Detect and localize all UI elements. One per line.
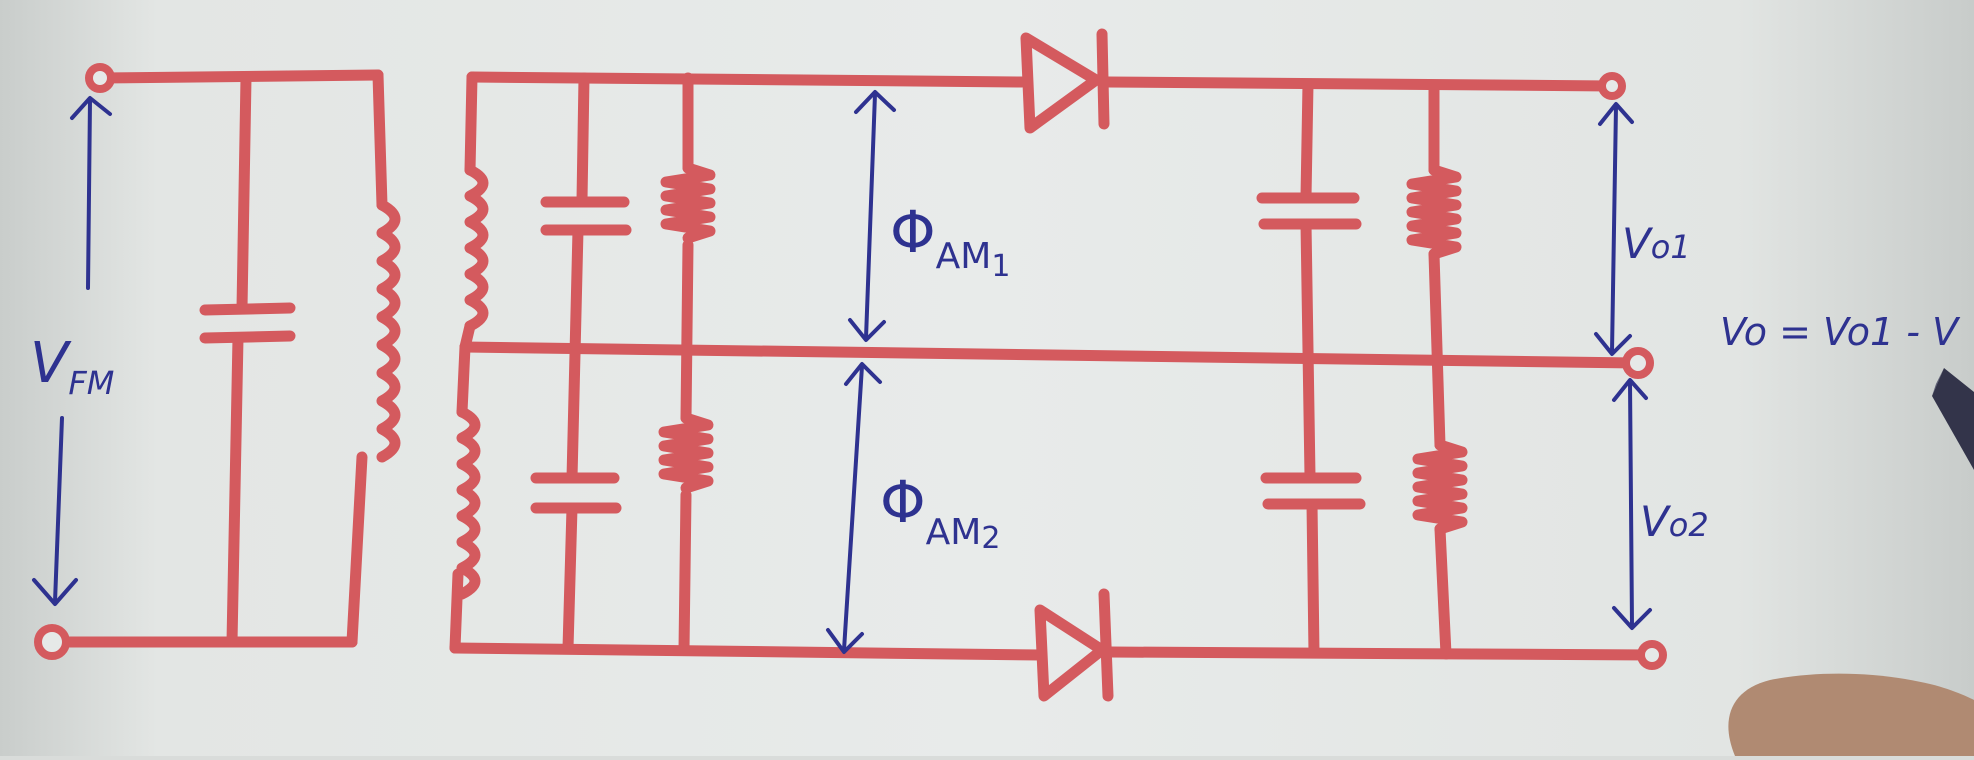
input-top-wire xyxy=(94,69,384,84)
vfm-arrow-up-shaft xyxy=(86,98,92,290)
pen-body xyxy=(1932,368,1974,470)
phi1-arrow-head-top xyxy=(854,90,896,114)
output-terminal-middle xyxy=(1622,347,1654,379)
top-rail-left xyxy=(466,71,1028,88)
phi1-arrow-head-bottom xyxy=(848,318,886,342)
vo2-label-main: V xyxy=(1640,497,1672,546)
vfm-label-main: V xyxy=(30,331,72,396)
vo2-label-sub: o2 xyxy=(1669,506,1709,544)
phi-am2-index: 2 xyxy=(981,521,1000,556)
diode-top-triangle xyxy=(1020,32,1102,134)
vo2-arrow-shaft xyxy=(1628,380,1634,628)
output-terminal-top xyxy=(1598,72,1626,100)
left-cap-mid-lead xyxy=(566,224,584,484)
diode-bottom xyxy=(1034,588,1114,702)
right-cap-lower-lead xyxy=(1306,498,1320,659)
detector-circuit xyxy=(449,28,1658,702)
vfm-arrow-down-shaft xyxy=(53,416,64,604)
phi2-arrow-head-bottom xyxy=(826,628,864,654)
output-terminals xyxy=(1598,72,1667,670)
vo1-label: Vo1 xyxy=(1622,219,1691,268)
input-inductor-lead-bottom xyxy=(346,451,368,648)
vfm-label: VFM xyxy=(30,331,114,402)
right-cap-mid-lead xyxy=(1300,218,1316,482)
secondary-coil-upper xyxy=(464,164,489,332)
left-cap-lower-lead xyxy=(562,502,578,654)
input-terminals xyxy=(34,63,115,660)
input-terminal-top xyxy=(85,63,115,93)
bottom-rail-right xyxy=(1104,646,1658,661)
left-cap-upper-lead xyxy=(576,72,590,206)
phi-am2-symbol: Φ xyxy=(880,468,926,536)
right-resistor-upper xyxy=(1406,164,1462,260)
vo2-arrow-head-top xyxy=(1612,378,1648,402)
output-terminal-bottom xyxy=(1637,640,1667,670)
vo1-arrow-head-bottom xyxy=(1594,332,1632,356)
left-res-mid-lead xyxy=(680,239,694,424)
vo2-label: Vo2 xyxy=(1640,497,1709,546)
diode-bottom-bar xyxy=(1098,588,1114,702)
vo1-arrow-shaft xyxy=(1610,104,1618,354)
vfm-arrow-up-head xyxy=(70,96,112,120)
input-tank-circuit xyxy=(52,69,401,648)
vo2-arrow-head-bottom xyxy=(1612,606,1652,630)
left-res-bottom-lead xyxy=(678,489,692,656)
left-resistor-lower xyxy=(658,412,714,494)
phi-am2-sub: AM xyxy=(926,512,982,553)
pen-tip xyxy=(1932,368,1944,396)
top-rail-right xyxy=(1102,76,1618,92)
labels: VFM ΦAM1 ΦAM2 Vo1 Vo2 Vo = Vo1 - V xyxy=(30,198,1961,556)
vo1-label-sub: o1 xyxy=(1651,228,1691,266)
input-capacitor-plate-top xyxy=(199,302,296,316)
vo1-label-main: V xyxy=(1622,219,1654,268)
diode-top-bar xyxy=(1096,28,1110,130)
vfm-arrow-down-head xyxy=(32,578,78,606)
input-inductor-lead-top xyxy=(372,69,388,211)
right-res-bottom-lead xyxy=(1434,523,1452,660)
phi-am1-symbol: Φ xyxy=(890,198,936,266)
phi-am2-label: ΦAM2 xyxy=(880,468,1000,556)
diode-bottom-triangle xyxy=(1034,604,1108,702)
input-capacitor-plate-bottom xyxy=(199,330,296,344)
diode-top xyxy=(1020,28,1110,134)
right-resistor-lower xyxy=(1412,439,1468,535)
hand xyxy=(1728,673,1974,756)
input-inductor-coil xyxy=(376,199,401,463)
phi-am1-label: ΦAM1 xyxy=(890,198,1010,284)
right-cap-upper-lead xyxy=(1300,78,1314,203)
secondary-mid-lower xyxy=(456,341,471,418)
right-res-mid-lead xyxy=(1428,248,1446,451)
vfm-label-sub: FM xyxy=(68,364,114,402)
phi2-arrow-shaft xyxy=(842,364,864,652)
phi-am1-index: 1 xyxy=(991,249,1010,284)
phi-am1-sub: AM xyxy=(936,236,992,277)
left-resistor-upper xyxy=(660,162,716,244)
input-capacitor-lead-bottom xyxy=(226,332,244,648)
input-terminal-bottom xyxy=(34,624,70,660)
bottom-rail-left xyxy=(449,642,1046,661)
input-capacitor-lead-top xyxy=(236,72,252,314)
output-equation: Vo = Vo1 - V xyxy=(1720,310,1961,354)
secondary-lead-bottom xyxy=(449,568,464,654)
pen xyxy=(1932,368,1974,470)
phi1-arrow-shaft xyxy=(864,92,877,340)
centre-tap-wire xyxy=(459,341,1642,369)
secondary-lead-top xyxy=(464,71,478,176)
vo1-arrow-head-top xyxy=(1598,102,1634,126)
secondary-coil-lower xyxy=(456,406,481,600)
annotations xyxy=(32,90,1652,654)
phi2-arrow-head-top xyxy=(844,362,882,386)
